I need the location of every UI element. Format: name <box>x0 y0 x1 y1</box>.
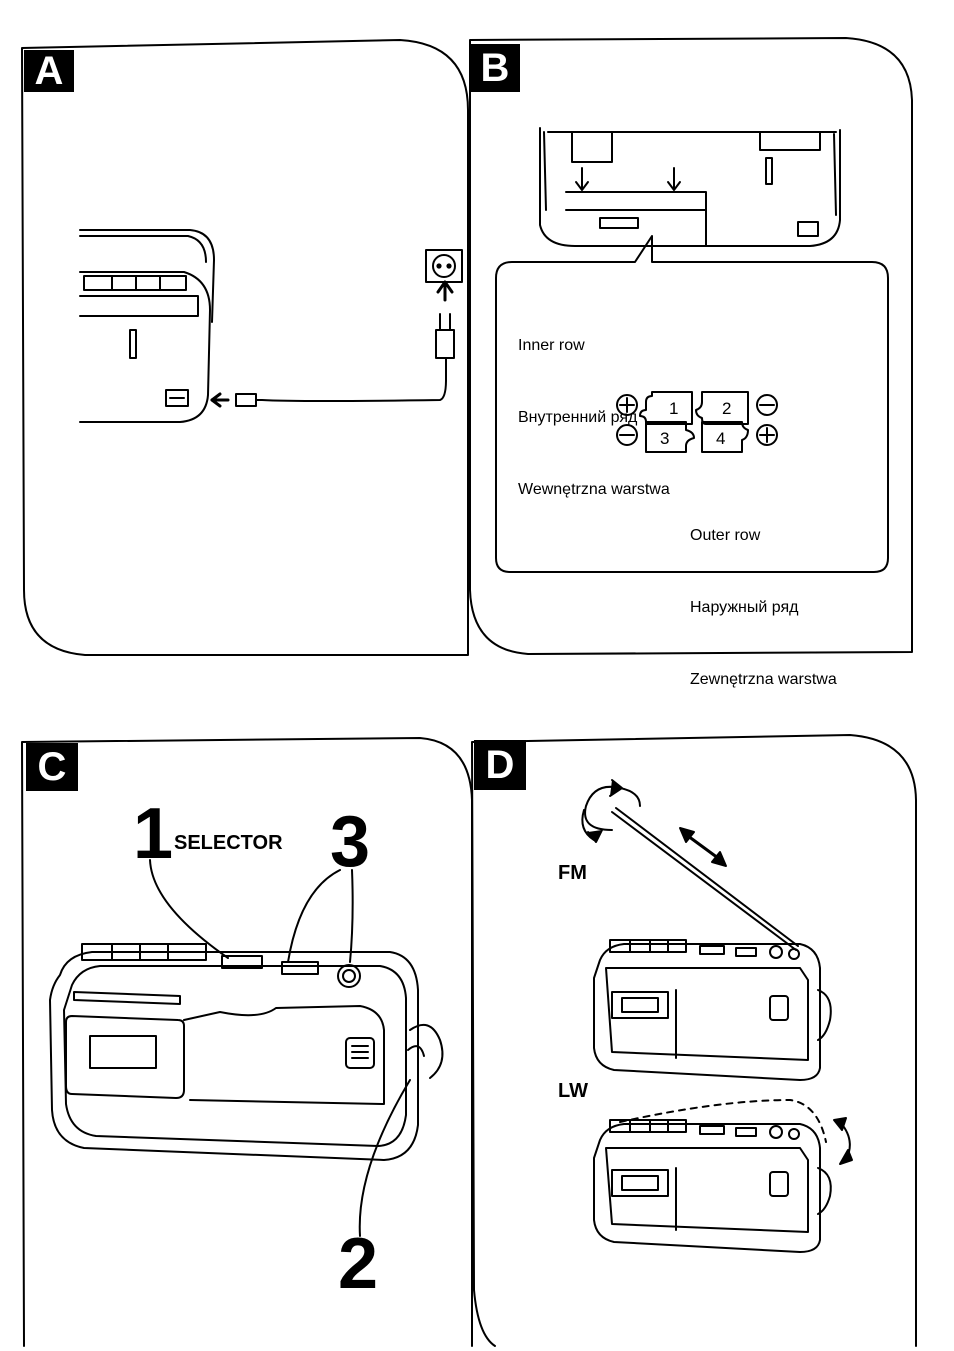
panel-b-radio <box>539 127 841 247</box>
outer-row-caption: Outer row Наружный ряд Zewnętrzna warstw… <box>690 476 837 716</box>
outer-row-ru: Наружный ряд <box>690 599 799 616</box>
fm-label: FM <box>558 862 587 884</box>
panel-c-badge: C <box>26 743 78 791</box>
step-3-label: 3 <box>330 802 371 882</box>
panel-d-lw-radio <box>593 1099 853 1253</box>
battery-cell-4: 4 <box>716 429 725 448</box>
panel-b-frame <box>469 37 913 655</box>
step-2-label: 2 <box>338 1224 379 1304</box>
panel-a-frame <box>21 39 469 656</box>
callout-box <box>495 235 889 573</box>
panel-c-radio <box>49 859 444 1237</box>
battery-cell-1: 1 <box>669 399 678 418</box>
outer-row-pl: Zewnętrzna warstwa <box>690 671 837 688</box>
panel-d-frame <box>471 734 917 1347</box>
selector-label: SELECTOR <box>174 832 283 854</box>
panel-a-badge: A <box>24 49 74 93</box>
inner-row-ru: Внутренний ряд <box>518 409 638 426</box>
panel-d-badge: D <box>474 740 526 790</box>
inner-row-en: Inner row <box>518 337 585 354</box>
step-1-label: 1 <box>133 794 174 874</box>
battery-diagram <box>616 391 778 453</box>
battery-cell-3: 3 <box>660 429 669 448</box>
outer-row-en: Outer row <box>690 527 761 544</box>
panel-b-badge: B <box>470 44 520 92</box>
panel-a-cable <box>210 249 463 408</box>
panel-a-radio <box>79 229 215 423</box>
battery-cell-2: 2 <box>722 399 731 418</box>
inner-row-caption: Inner row Внутренний ряд Wewnętrzna wars… <box>518 286 670 526</box>
inner-row-pl: Wewnętrzna warstwa <box>518 481 670 498</box>
lw-label: LW <box>558 1080 588 1102</box>
panel-d-fm-radio <box>581 779 832 1081</box>
